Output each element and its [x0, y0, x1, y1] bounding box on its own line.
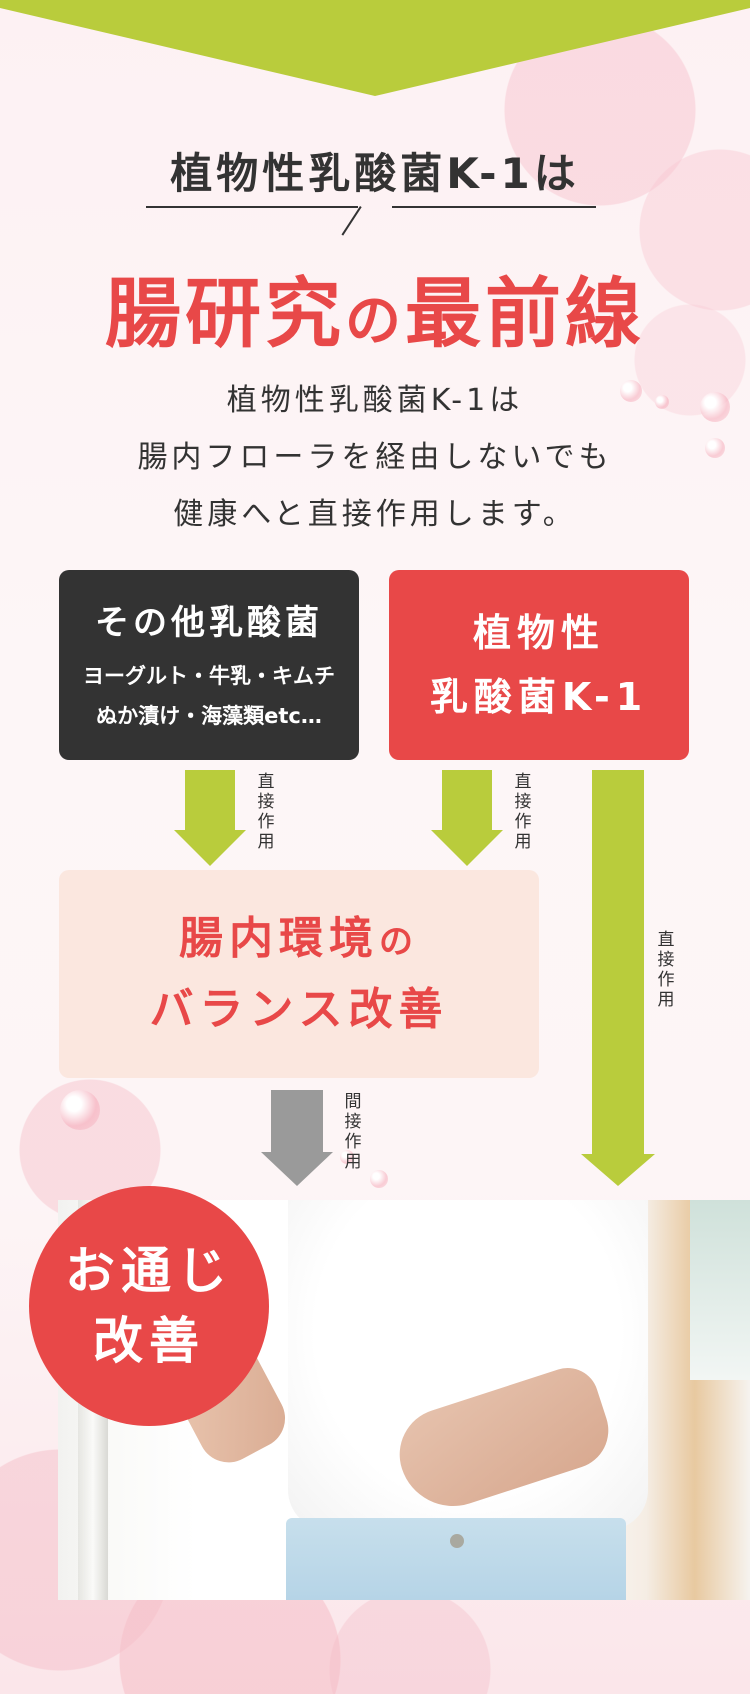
headline-part2: 最前線 [405, 269, 645, 358]
balance-line1: 腸内環境の [179, 905, 419, 976]
headline-part1: 腸研究 [105, 269, 345, 358]
arrow-down-icon [174, 770, 246, 866]
balance-line2: バランス改善 [149, 983, 449, 1035]
photo-jeans-button [450, 1534, 464, 1548]
other-bacteria-examples-line2: ぬか漬け・海藻類etc… [96, 703, 322, 728]
lead-paragraph: 植物性乳酸菌K-1は 腸内フローラを経由しないでも 健康へと直接作用します。 [0, 372, 750, 543]
lead-line: 健康へと直接作用します。 [173, 497, 577, 532]
result-line2: 改善 [93, 1312, 205, 1370]
arrow-label-direct: 直接作用 [514, 772, 532, 852]
photo-window [690, 1200, 750, 1380]
bubble-decoration [705, 438, 725, 458]
bubble-decoration [60, 1090, 100, 1130]
other-lactic-bacteria-box: その他乳酸菌 ヨーグルト・牛乳・キムチ ぬか漬け・海藻類etc… [59, 570, 359, 760]
balance-particle: の [379, 921, 419, 962]
long-arrow-down-icon [581, 770, 655, 1186]
indirect-arrow-down-icon [261, 1090, 333, 1186]
lead-line: 植物性乳酸菌K-1は [226, 383, 524, 418]
arrow-down-icon [431, 770, 503, 866]
arrow-label-direct: 直接作用 [657, 930, 675, 1010]
lead-line: 腸内フローラを経由しないでも [137, 440, 613, 475]
photo-jeans [286, 1518, 626, 1600]
arrow-label-direct: 直接作用 [257, 772, 275, 852]
headline: 腸研究の最前線 [0, 252, 750, 362]
result-badge: お通じ 改善 [29, 1186, 269, 1426]
k1-line2: 乳酸菌K-1 [429, 675, 649, 719]
bubble-decoration [620, 380, 642, 402]
balance-line1-main: 腸内環境 [179, 912, 379, 964]
k1-line1: 植物性 [472, 611, 605, 655]
k1-bacteria-box: 植物性 乳酸菌K-1 [389, 570, 689, 760]
result-line1: お通じ [65, 1242, 233, 1300]
bubble-decoration [340, 1150, 354, 1164]
arrow-label-indirect: 間接作用 [344, 1092, 362, 1172]
subtitle-underline-right [392, 206, 596, 208]
other-bacteria-title: その他乳酸菌 [95, 602, 323, 643]
headline-particle: の [345, 289, 405, 354]
gut-balance-box: 腸内環境の バランス改善 [59, 870, 539, 1078]
bubble-decoration [700, 392, 730, 422]
subtitle: 植物性乳酸菌K-1は [170, 149, 580, 198]
bubble-decoration [370, 1170, 388, 1188]
subtitle-underline-left [146, 206, 358, 208]
bubble-decoration [655, 395, 669, 409]
other-bacteria-examples-line1: ヨーグルト・牛乳・キムチ [83, 663, 335, 688]
